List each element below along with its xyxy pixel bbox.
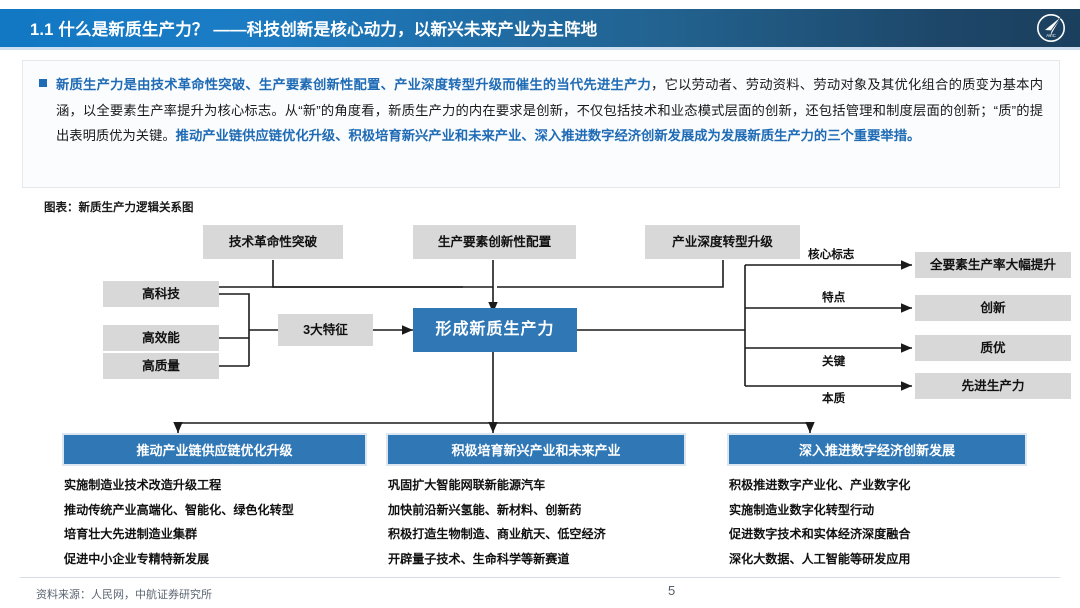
- list-item: 深化大数据、人工智能等研发应用: [729, 551, 911, 566]
- node-trait-hitech[interactable]: 高科技: [103, 281, 219, 307]
- node-three-traits[interactable]: 3大特征: [278, 314, 373, 346]
- node-label: 高质量: [142, 358, 180, 373]
- node-label: 创新: [980, 300, 1006, 315]
- column-list: 积极推进数字产业化、产业数字化 实施制造业数字化转型行动 促进数字技术和实体经济…: [727, 473, 1027, 571]
- node-form-new-productivity[interactable]: 形成新质生产力: [413, 308, 577, 352]
- avic-logo: AVIC: [1036, 13, 1066, 43]
- edge-label-core-marker: 核心标志: [808, 248, 855, 261]
- node-label: 质优: [980, 340, 1006, 355]
- list-item: 培育壮大先进制造业集群: [64, 527, 198, 541]
- list-item: 开辟量子技术、生命科学等新赛道: [388, 551, 570, 566]
- list-item: 实施制造业技术改造升级工程: [64, 478, 222, 492]
- list-item: 巩固扩大智能网联新能源汽车: [388, 478, 546, 492]
- edge-label-essence: 本质: [822, 392, 846, 405]
- summary-callout: 新质生产力是由技术革命性突破、生产要素创新性配置、产业深度转型升级而催生的当代先…: [22, 60, 1060, 188]
- callout-segment-1: 新质生产力是由技术革命性突破、生产要素创新性配置、产业深度转型升级而催生的当代先…: [56, 77, 652, 92]
- node-tech-breakthrough[interactable]: 技术革命性突破: [203, 225, 343, 259]
- node-label: 高效能: [142, 330, 180, 345]
- footer-divider: [20, 577, 1060, 578]
- page-title: 1.1 什么是新质生产力？ ——科技创新是核心动力，以新兴未来产业为主阵地: [30, 21, 598, 39]
- list-item: 促进数字技术和实体经济深度融合: [729, 527, 911, 541]
- node-outcome-advanced[interactable]: 先进生产力: [915, 373, 1071, 399]
- list-item: 加快前沿新兴氢能、新材料、创新药: [388, 502, 582, 517]
- header-underline: [0, 47, 1080, 50]
- column-title[interactable]: 推动产业链供应链优化升级: [62, 433, 367, 466]
- bullet-square-icon: [39, 79, 47, 87]
- page-number: 5: [668, 583, 676, 598]
- node-outcome-innovation[interactable]: 创新: [915, 295, 1071, 321]
- node-outcome-tfp[interactable]: 全要素生产率大幅提升: [915, 252, 1071, 278]
- figure-caption: 图表：新质生产力逻辑关系图: [44, 202, 194, 214]
- source-note: 资料来源：人民网，中航证券研究所: [36, 589, 212, 601]
- node-industry-upgrade[interactable]: 产业深度转型升级: [645, 225, 800, 259]
- node-label: 产业深度转型升级: [672, 234, 773, 249]
- node-label: 全要素生产率大幅提升: [930, 257, 1056, 272]
- list-item: 实施制造业数字化转型行动: [729, 502, 875, 517]
- callout-segment-3: 推动产业链供应链优化升级、积极培育新兴产业和未来产业、深入推进数字经济创新发展成…: [175, 128, 921, 143]
- list-item: 推动传统产业高端化、智能化、绿色化转型: [64, 502, 294, 517]
- callout-paragraph: 新质生产力是由技术革命性突破、生产要素创新性配置、产业深度转型升级而催生的当代先…: [56, 72, 1043, 149]
- column-list: 巩固扩大智能网联新能源汽车 加快前沿新兴氢能、新材料、创新药 积极打造生物制造、…: [386, 473, 686, 571]
- node-label: 高科技: [142, 286, 180, 301]
- node-trait-quality[interactable]: 高质量: [103, 353, 219, 379]
- node-label: 形成新质生产力: [435, 320, 555, 338]
- node-trait-efficiency[interactable]: 高效能: [103, 325, 219, 351]
- node-label: 生产要素创新性配置: [437, 234, 552, 249]
- column-digital-economy: 深入推进数字经济创新发展 积极推进数字产业化、产业数字化 实施制造业数字化转型行…: [727, 433, 1027, 571]
- slide-header: 1.1 什么是新质生产力？ ——科技创新是核心动力，以新兴未来产业为主阵地 AV…: [0, 9, 1080, 47]
- edge-label-feature: 特点: [822, 291, 846, 304]
- node-outcome-quality[interactable]: 质优: [915, 335, 1071, 361]
- column-title[interactable]: 深入推进数字经济创新发展: [727, 433, 1027, 466]
- callout-segment-2: ，它以劳动者、劳动资料、劳动对象及其优化组合的质变为基本内涵，以全要素生产率提升…: [56, 77, 1044, 143]
- list-item: 促进中小企业专精特新发展: [64, 551, 210, 566]
- svg-text:AVIC: AVIC: [1046, 33, 1055, 38]
- column-list: 实施制造业技术改造升级工程 推动传统产业高端化、智能化、绿色化转型 培育壮大先进…: [62, 473, 367, 571]
- column-supply-chain: 推动产业链供应链优化升级 实施制造业技术改造升级工程 推动传统产业高端化、智能化…: [62, 433, 367, 571]
- logic-diagram: 技术革命性突破 生产要素创新性配置 产业深度转型升级 高科技 高效能 高质量 3…: [0, 190, 1080, 575]
- list-item: 积极推进数字产业化、产业数字化: [729, 478, 911, 492]
- node-factor-allocation[interactable]: 生产要素创新性配置: [413, 225, 576, 259]
- column-title[interactable]: 积极培育新兴产业和未来产业: [386, 433, 686, 466]
- node-label: 技术革命性突破: [228, 234, 318, 249]
- edge-label-key: 关键: [822, 355, 846, 368]
- node-label: 先进生产力: [961, 378, 1025, 393]
- node-label: 3大特征: [303, 322, 348, 337]
- list-item: 积极打造生物制造、商业航天、低空经济: [388, 527, 606, 541]
- column-emerging-industries: 积极培育新兴产业和未来产业 巩固扩大智能网联新能源汽车 加快前沿新兴氢能、新材料…: [386, 433, 686, 571]
